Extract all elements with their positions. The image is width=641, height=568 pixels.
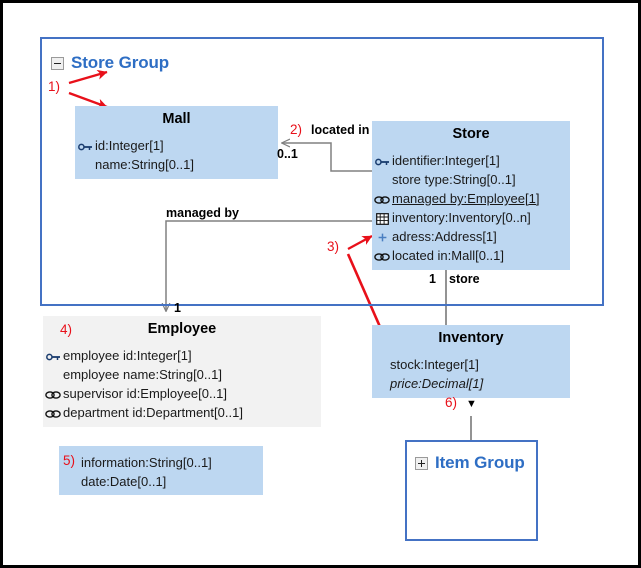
attribute-row[interactable]: supervisor id:Employee[0..1]: [43, 384, 321, 403]
class-attributes-inventory: stock:Integer[1] price:Decimal[1]: [372, 351, 570, 398]
annotation-label-4: 4): [60, 322, 73, 337]
class-title-mall: Mall: [75, 106, 278, 132]
attribute-row[interactable]: store type:String[0..1]: [372, 170, 570, 189]
attribute-row[interactable]: adress:Address[1]: [372, 227, 570, 246]
class-box-store[interactable]: Store identifier:Integer[1] store type:S…: [372, 121, 570, 270]
annotation-label-6: 6): [445, 395, 458, 410]
link-icon: [372, 246, 392, 265]
attribute-row[interactable]: identifier:Integer[1]: [372, 151, 570, 170]
class-title-inventory: Inventory: [372, 325, 570, 351]
expand-plus-icon[interactable]: [415, 456, 428, 470]
class-box-employee[interactable]: Employee employee id:Integer[1] employee…: [43, 316, 321, 427]
attribute-row[interactable]: price:Decimal[1]: [390, 374, 570, 393]
package-item-group[interactable]: [405, 440, 538, 541]
attribute-text: information:String[0..1]: [81, 455, 212, 470]
attribute-row[interactable]: date:Date[0..1]: [59, 472, 263, 491]
attribute-row[interactable]: employee id:Integer[1]: [43, 346, 321, 365]
attribute-text: employee id:Integer[1]: [63, 348, 192, 363]
class-box-inventory[interactable]: Inventory stock:Integer[1] price:Decimal…: [372, 325, 570, 416]
class-attributes-store: identifier:Integer[1] store type:String[…: [372, 147, 570, 270]
attribute-text: employee name:String[0..1]: [63, 367, 222, 382]
multiplicity-managed-by-target: 1: [174, 301, 181, 315]
attribute-row[interactable]: employee name:String[0..1]: [43, 365, 321, 384]
attribute-row[interactable]: department id:Department[0..1]: [43, 403, 321, 422]
collapse-minus-icon[interactable]: [51, 56, 64, 70]
class-box-mall[interactable]: Mall id:Integer[1] name:String[0..1]: [75, 106, 278, 179]
attribute-text: stock:Integer[1]: [390, 357, 479, 372]
attribute-row[interactable]: located in:Mall[0..1]: [372, 246, 570, 265]
edge-label-store: store: [449, 272, 480, 286]
attribute-row[interactable]: inventory:Inventory[0..n]: [372, 208, 570, 227]
key-icon: [372, 151, 392, 170]
table-icon: [372, 208, 392, 227]
attribute-row[interactable]: id:Integer[1]: [75, 136, 278, 155]
annotation-label-1: 1): [48, 79, 61, 94]
class-title-store: Store: [372, 121, 570, 147]
detached-attribute-block[interactable]: information:String[0..1] date:Date[0..1]: [59, 446, 263, 495]
package-item-group-header[interactable]: Item Group: [415, 453, 525, 473]
attribute-text: supervisor id:Employee[0..1]: [63, 386, 228, 401]
link-icon: [43, 403, 63, 422]
link-icon: [372, 189, 392, 208]
inventory-dropdown-caret[interactable]: ▼: [466, 398, 477, 410]
attribute-row[interactable]: information:String[0..1]: [59, 453, 263, 472]
package-store-group[interactable]: [40, 37, 604, 306]
attribute-text: department id:Department[0..1]: [63, 405, 243, 420]
attribute-text: inventory:Inventory[0..n]: [392, 210, 531, 225]
attribute-row[interactable]: name:String[0..1]: [75, 155, 278, 174]
key-icon: [43, 346, 63, 365]
attribute-text: store type:String[0..1]: [392, 172, 516, 187]
class-attributes-mall: id:Integer[1] name:String[0..1]: [75, 132, 278, 179]
attribute-text: date:Date[0..1]: [81, 474, 167, 489]
annotation-label-3: 3): [327, 239, 340, 254]
plus-icon: [372, 227, 392, 246]
attribute-text: managed by:Employee[1]: [392, 191, 540, 206]
annotation-label-5: 5): [63, 453, 76, 468]
attribute-text: identifier:Integer[1]: [392, 153, 500, 168]
multiplicity-located-in-source: 0..1: [277, 147, 298, 161]
link-icon: [43, 384, 63, 403]
attribute-text: price:Decimal[1]: [390, 376, 484, 391]
edge-label-managed-by: managed by: [166, 206, 239, 220]
annotation-label-2: 2): [290, 122, 303, 137]
attribute-text: adress:Address[1]: [392, 229, 497, 244]
multiplicity-store-inventory-source: 1: [429, 272, 436, 286]
package-store-group-header[interactable]: Store Group: [51, 53, 169, 73]
class-attributes-employee: employee id:Integer[1] employee name:Str…: [43, 342, 321, 427]
attribute-text: name:String[0..1]: [95, 157, 194, 172]
key-icon: [75, 136, 95, 155]
package-store-group-title: Store Group: [71, 53, 170, 72]
attribute-text: id:Integer[1]: [95, 138, 164, 153]
package-item-group-title: Item Group: [435, 453, 525, 472]
attribute-row[interactable]: stock:Integer[1]: [390, 355, 570, 374]
edge-label-located-in: located in: [311, 123, 370, 137]
attribute-row[interactable]: managed by:Employee[1]: [372, 189, 570, 208]
class-title-employee: Employee: [43, 316, 321, 342]
attribute-text: located in:Mall[0..1]: [392, 248, 505, 263]
